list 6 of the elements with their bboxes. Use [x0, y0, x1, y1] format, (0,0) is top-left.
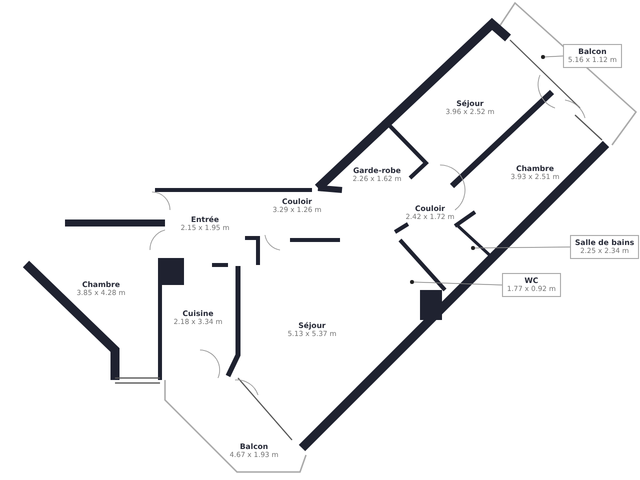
leader-line — [471, 246, 570, 250]
callout-box — [502, 273, 561, 298]
callout-box — [570, 235, 640, 260]
leader-line — [410, 280, 502, 286]
leader-line — [541, 55, 564, 59]
callout-box — [563, 44, 622, 68]
